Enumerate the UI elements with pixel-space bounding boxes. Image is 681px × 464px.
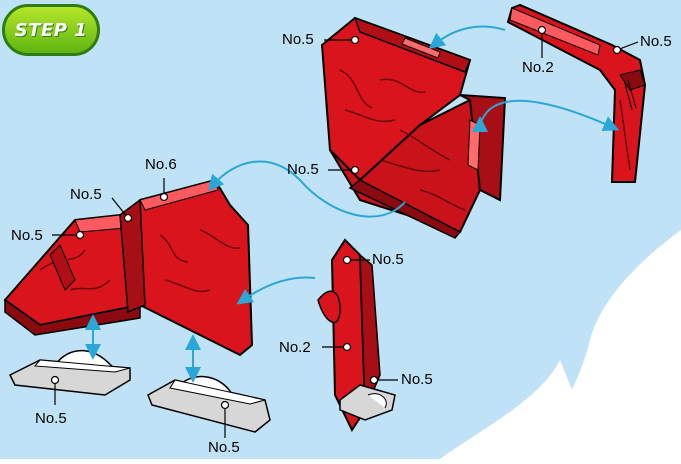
label-top-no2: No.2 xyxy=(522,60,554,75)
label-left-no5-a: No.5 xyxy=(70,187,102,202)
label-right-no5-top: No.5 xyxy=(372,252,404,267)
label-top-right-no5: No.5 xyxy=(640,34,672,49)
step-label: STEP 1 xyxy=(15,20,88,41)
label-right-no2: No.2 xyxy=(279,340,311,355)
step-badge: STEP 1 xyxy=(2,4,100,56)
label-mid-no5: No.5 xyxy=(287,162,319,177)
label-top-no5: No.5 xyxy=(282,32,314,47)
label-left-no6: No.6 xyxy=(145,157,177,172)
label-base-middle-no5: No.5 xyxy=(208,440,240,455)
label-left-no5-b: No.5 xyxy=(11,228,43,243)
label-right-no5-bottom: No.5 xyxy=(401,372,433,387)
label-base-left-no5: No.5 xyxy=(35,411,67,426)
